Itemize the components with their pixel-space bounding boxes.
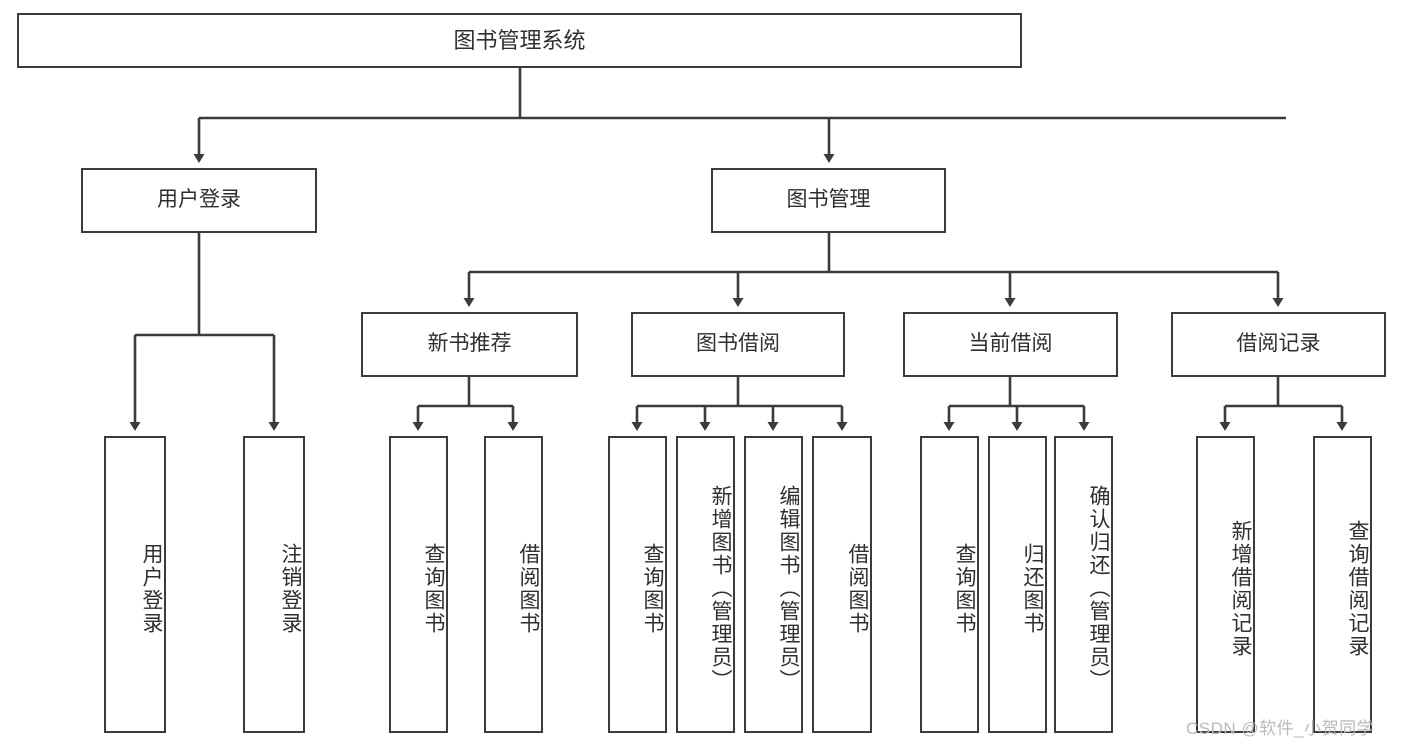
node-label: 归还图书 xyxy=(1021,542,1044,635)
node-label: 查询图书 xyxy=(422,542,445,635)
leaf-borrow-book-recommend[interactable]: 借阅图书 xyxy=(484,436,543,733)
watermark: CSDN @软件_小贺同学 xyxy=(1186,719,1375,738)
node-label: 借阅图书 xyxy=(846,542,869,635)
node-label: 新书推荐 xyxy=(427,332,512,356)
node-label: 查询图书 xyxy=(953,542,976,635)
node-user-login[interactable]: 用户登录 xyxy=(81,168,317,233)
node-new-book-recommend[interactable]: 新书推荐 xyxy=(361,312,578,377)
node-label: 注销登录 xyxy=(279,542,302,635)
leaf-query-borrow-record[interactable]: 查询借阅记录 xyxy=(1313,436,1372,733)
leaf-query-book-current[interactable]: 查询图书 xyxy=(920,436,979,733)
node-label: 编辑图书（管理员） xyxy=(777,485,800,692)
node-label: 借阅记录 xyxy=(1236,332,1321,356)
node-borrow-record[interactable]: 借阅记录 xyxy=(1171,312,1386,377)
node-label: 用户登录 xyxy=(157,188,241,212)
leaf-query-book-recommend[interactable]: 查询图书 xyxy=(389,436,448,733)
node-label: 图书管理 xyxy=(786,188,871,212)
leaf-logout[interactable]: 注销登录 xyxy=(243,436,305,733)
node-label: 新增图书（管理员） xyxy=(709,485,732,692)
leaf-query-book-borrow[interactable]: 查询图书 xyxy=(608,436,667,733)
node-book-management[interactable]: 图书管理 xyxy=(711,168,946,233)
leaf-return-book[interactable]: 归还图书 xyxy=(988,436,1047,733)
node-label: 确认归还（管理员） xyxy=(1087,485,1110,692)
node-label: 图书管理系统 xyxy=(453,27,586,53)
leaf-user-login[interactable]: 用户登录 xyxy=(104,436,166,733)
node-label: 用户登录 xyxy=(140,542,163,635)
leaf-confirm-return-admin[interactable]: 确认归还（管理员） xyxy=(1054,436,1113,733)
node-current-borrow[interactable]: 当前借阅 xyxy=(903,312,1118,377)
node-label: 借阅图书 xyxy=(517,542,540,635)
leaf-borrow-book[interactable]: 借阅图书 xyxy=(812,436,872,733)
leaf-add-book-admin[interactable]: 新增图书（管理员） xyxy=(676,436,735,733)
node-label: 图书借阅 xyxy=(696,332,780,356)
node-book-borrow[interactable]: 图书借阅 xyxy=(631,312,845,377)
leaf-edit-book-admin[interactable]: 编辑图书（管理员） xyxy=(744,436,803,733)
node-label: 查询图书 xyxy=(641,542,664,635)
leaf-add-borrow-record[interactable]: 新增借阅记录 xyxy=(1196,436,1255,733)
node-label: 新增借阅记录 xyxy=(1229,519,1252,658)
node-root-system[interactable]: 图书管理系统 xyxy=(17,13,1022,68)
node-label: 查询借阅记录 xyxy=(1346,519,1369,658)
node-label: 当前借阅 xyxy=(968,332,1053,356)
